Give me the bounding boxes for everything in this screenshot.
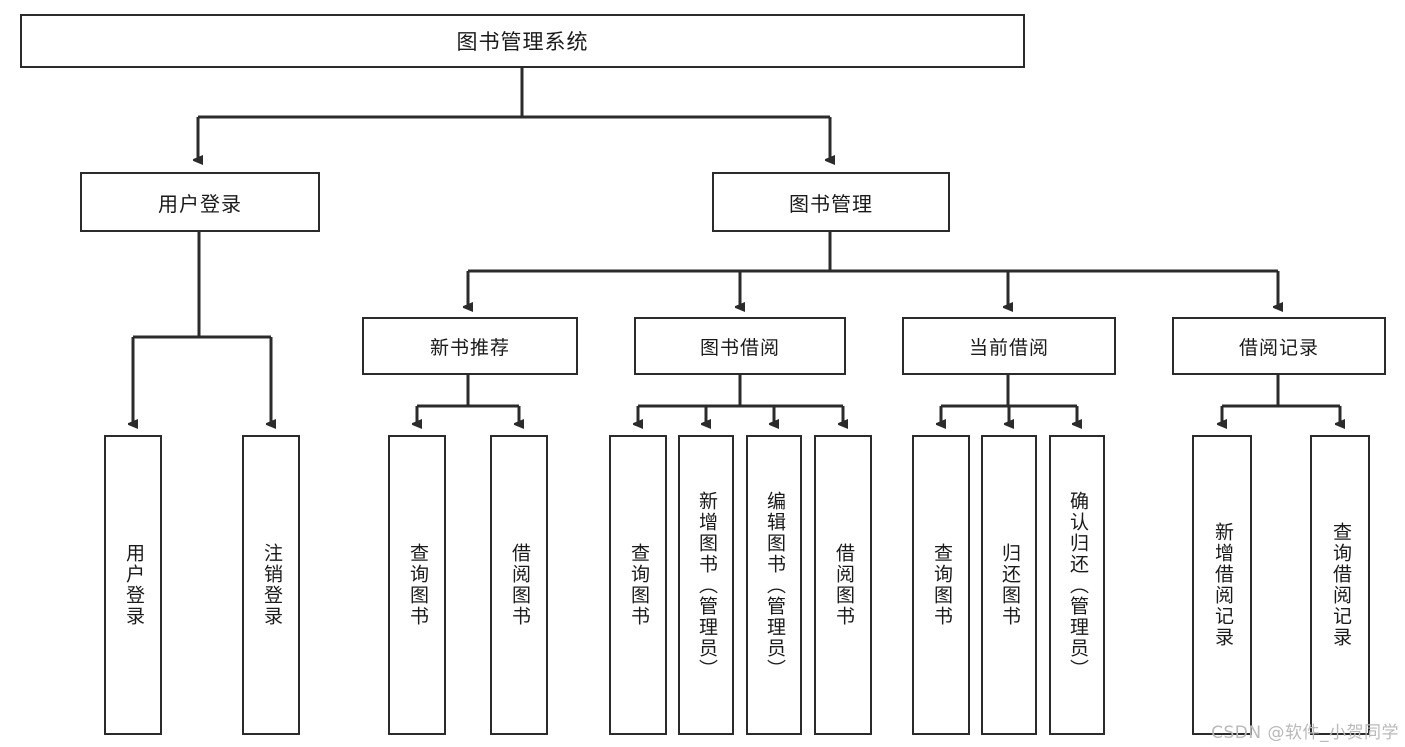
node-label: 查询图书 xyxy=(406,543,429,627)
leaf-record-add-record[interactable]: 新增借阅记录 xyxy=(1192,435,1252,735)
leaf-user-login-logout[interactable]: 注销登录 xyxy=(242,435,300,735)
node-label: 编辑图书（管理员） xyxy=(763,490,786,680)
leaf-recommend-query-book[interactable]: 查询图书 xyxy=(388,435,446,735)
node-label: 查询图书 xyxy=(627,543,650,627)
node-label: 图书管理 xyxy=(789,191,873,216)
leaf-recommend-borrow-book[interactable]: 借阅图书 xyxy=(490,435,548,735)
node-label: 新增图书（管理员） xyxy=(695,490,718,680)
node-label: 借阅图书 xyxy=(508,543,531,627)
node-borrow-record[interactable]: 借阅记录 xyxy=(1172,317,1386,375)
leaf-current-confirm-return-admin[interactable]: 确认归还（管理员） xyxy=(1049,435,1105,735)
node-label: 用户登录 xyxy=(158,191,242,216)
leaf-user-login-login[interactable]: 用户登录 xyxy=(104,435,162,735)
leaf-record-query-record[interactable]: 查询借阅记录 xyxy=(1310,435,1370,735)
node-label: 归还图书 xyxy=(998,543,1021,627)
csdn-watermark: CSDN @软件_小贺同学 xyxy=(1211,723,1399,743)
node-label: 查询图书 xyxy=(930,543,953,627)
leaf-borrow-borrow-book[interactable]: 借阅图书 xyxy=(814,435,872,735)
node-label: 查询借阅记录 xyxy=(1329,522,1352,648)
node-label: 当前借阅 xyxy=(968,336,1049,359)
node-label: 确认归还（管理员） xyxy=(1066,490,1089,680)
node-current-borrow[interactable]: 当前借阅 xyxy=(902,317,1116,375)
node-label: 新增借阅记录 xyxy=(1211,522,1234,648)
node-root-system[interactable]: 图书管理系统 xyxy=(20,14,1025,68)
node-label: 用户登录 xyxy=(122,543,145,627)
leaf-borrow-edit-book-admin[interactable]: 编辑图书（管理员） xyxy=(746,435,802,735)
node-label: 图书管理系统 xyxy=(456,30,589,54)
node-new-book-recommend[interactable]: 新书推荐 xyxy=(362,317,578,375)
node-user-login[interactable]: 用户登录 xyxy=(80,172,320,232)
leaf-current-query-book[interactable]: 查询图书 xyxy=(912,435,970,735)
leaf-current-return-book[interactable]: 归还图书 xyxy=(981,435,1037,735)
node-label: 借阅图书 xyxy=(832,543,855,627)
node-label: 注销登录 xyxy=(260,543,283,627)
leaf-borrow-add-book-admin[interactable]: 新增图书（管理员） xyxy=(678,435,734,735)
node-label: 借阅记录 xyxy=(1238,336,1319,359)
node-label: 图书借阅 xyxy=(699,336,780,359)
node-book-borrow[interactable]: 图书借阅 xyxy=(634,317,846,375)
leaf-borrow-query-book[interactable]: 查询图书 xyxy=(609,435,667,735)
node-label: 新书推荐 xyxy=(429,336,510,359)
node-book-management[interactable]: 图书管理 xyxy=(712,172,950,232)
